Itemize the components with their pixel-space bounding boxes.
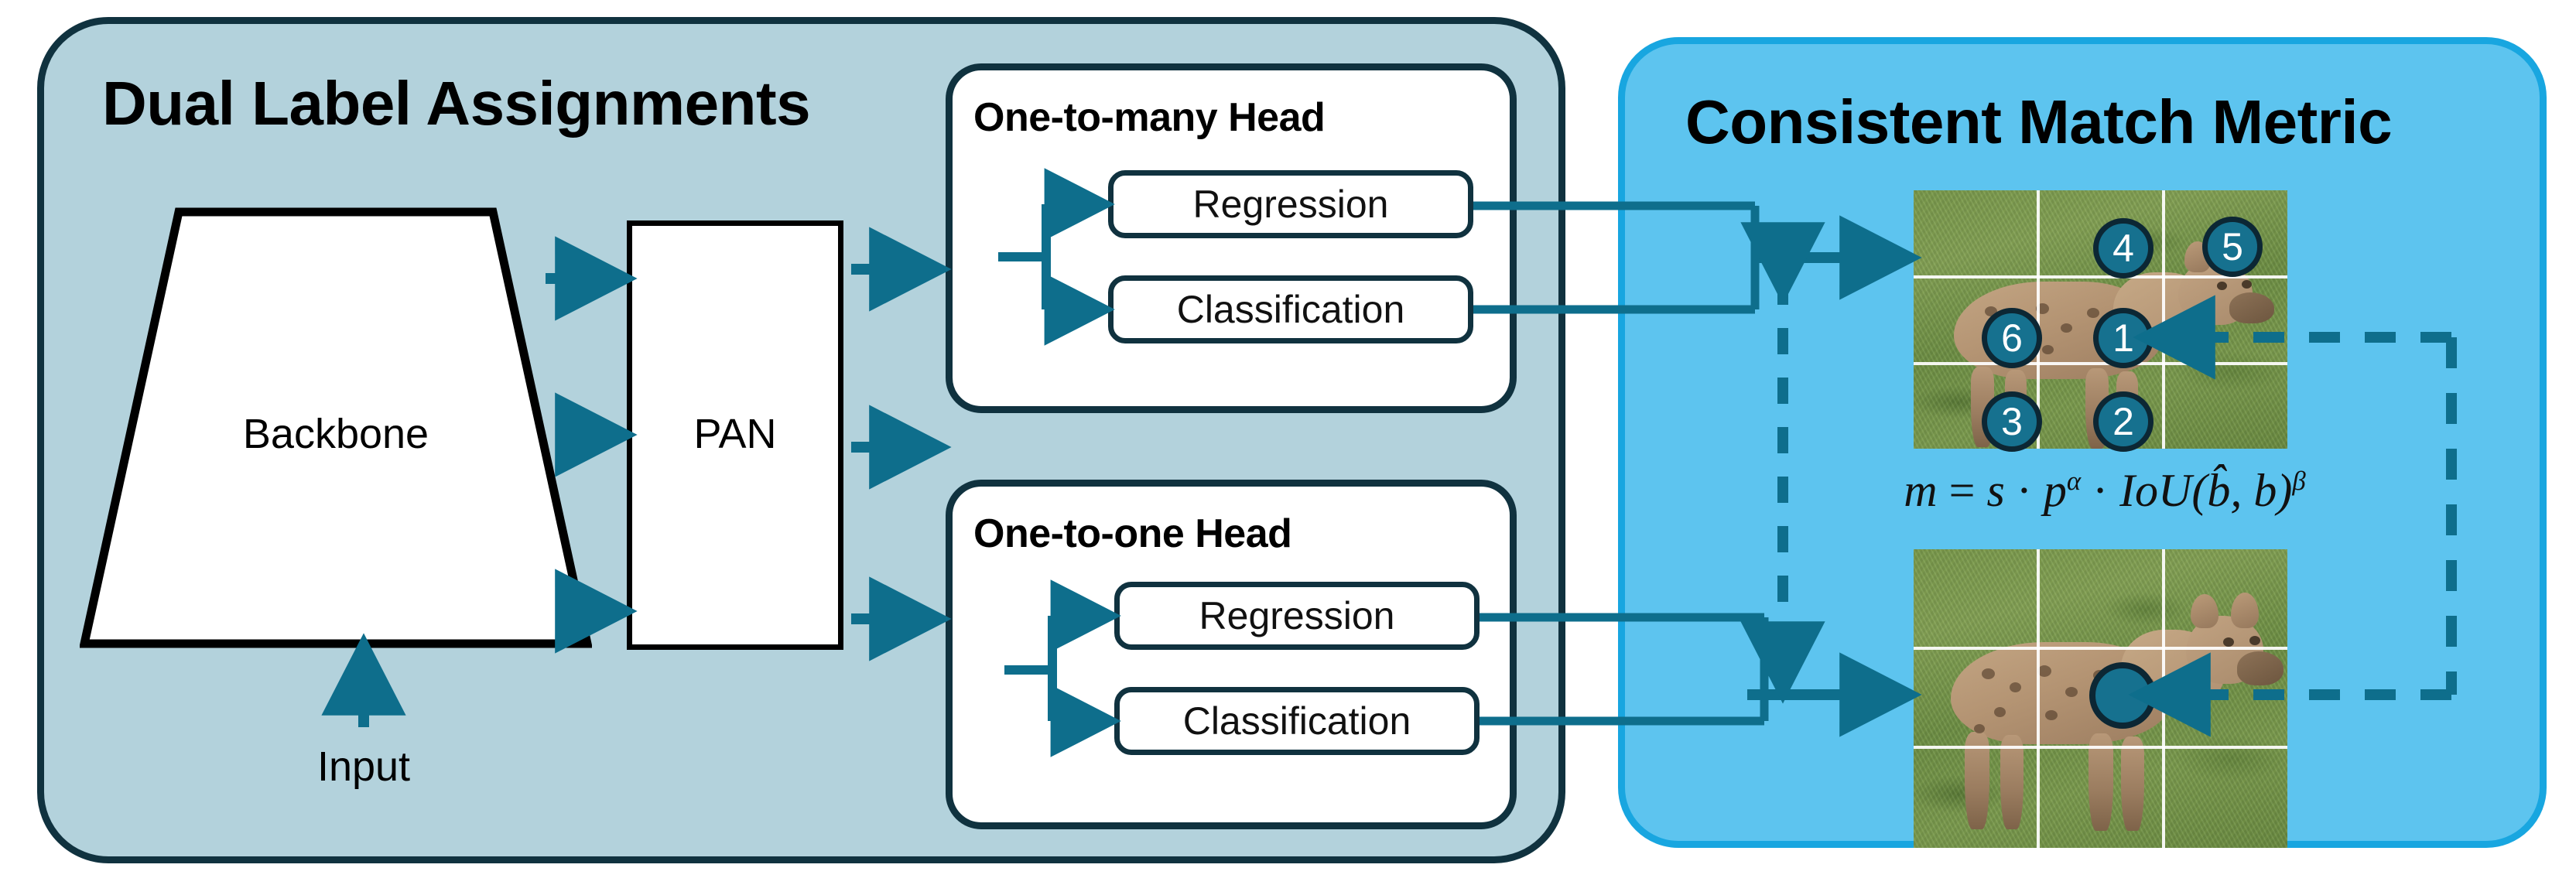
marker-2: 2 — [2093, 391, 2154, 452]
one-to-many-classification-box: Classification — [1108, 275, 1473, 343]
formula-beta: β — [2292, 466, 2306, 496]
marker-3: 3 — [1982, 391, 2042, 452]
marker-4: 4 — [2093, 218, 2154, 278]
formula-s: s — [1986, 465, 2005, 516]
marker-6: 6 — [1982, 308, 2042, 368]
consistent-match-metric-formula: m = s · pα · IoU(b̂, b)β — [1795, 464, 2414, 518]
one-to-one-classification-box: Classification — [1114, 687, 1480, 755]
head-one-to-one-title: One-to-one Head — [973, 511, 1292, 556]
formula-p: p — [2043, 465, 2067, 516]
one-to-many-regression-box: Regression — [1108, 170, 1473, 238]
formula-iou: IoU(b̂, b) — [2119, 465, 2293, 516]
formula-equals: = — [1937, 465, 1987, 516]
pan-label: PAN — [693, 411, 777, 457]
marker-5: 5 — [2202, 217, 2263, 277]
head-one-to-many-title: One-to-many Head — [973, 95, 1326, 140]
panel-metric-title: Consistent Match Metric — [1685, 87, 2393, 156]
formula-alpha: α — [2066, 466, 2082, 496]
head-card-one-to-many — [946, 63, 1517, 413]
one-to-one-regression-box: Regression — [1114, 582, 1480, 650]
marker-1: 1 — [2093, 308, 2154, 368]
marker-matched-anchor — [2089, 662, 2156, 729]
head-card-one-to-one — [946, 480, 1517, 829]
panel-dual-title: Dual Label Assignments — [102, 69, 811, 138]
backbone-label: Backbone — [242, 411, 429, 457]
formula-lhs: m — [1904, 465, 1938, 516]
formula-dot-1: · — [2004, 465, 2044, 516]
input-label: Input — [316, 743, 411, 790]
formula-dot-2: · — [2081, 465, 2120, 516]
